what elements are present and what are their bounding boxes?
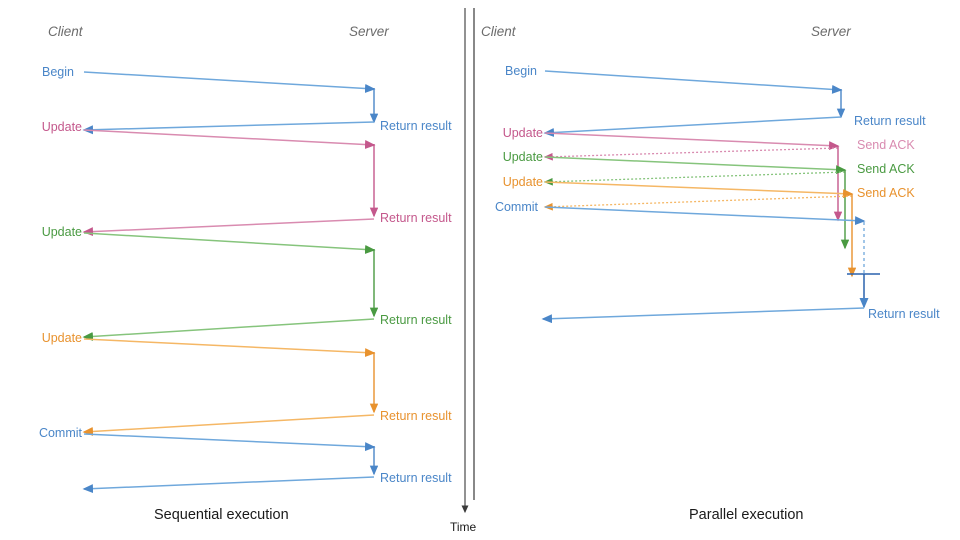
seq-begin-request — [83, 71, 376, 93]
seq-begin-return — [82, 121, 375, 135]
par-client-label-commit: Commit — [494, 200, 538, 214]
par-client-label-update-2: Update — [502, 150, 543, 164]
par-client-label-update-1: Update — [502, 126, 543, 140]
seq-client-label-begin: Begin — [42, 65, 74, 79]
seq-update1-request — [83, 129, 376, 150]
seq-server-label-return-3: Return result — [380, 313, 452, 327]
seq-client-label-update-2: Update — [41, 225, 82, 239]
seq-update2-request — [83, 232, 376, 254]
seq-update1-return — [82, 218, 375, 237]
par-update1-request — [544, 132, 840, 151]
par-update3-ack — [543, 195, 853, 211]
sequential-panel-lines — [82, 71, 379, 494]
par-begin-request — [544, 70, 843, 94]
seq-client-label-update-1: Update — [41, 120, 82, 134]
par-server-label-ack-3: Send ACK — [857, 186, 915, 200]
seq-update2-return — [82, 318, 375, 341]
par-actor-client: Client — [481, 24, 516, 39]
par-begin-return — [543, 116, 842, 138]
seq-update3-return — [82, 414, 375, 436]
caption-sequential: Sequential execution — [154, 507, 289, 523]
par-update2-request — [544, 156, 847, 175]
caption-parallel: Parallel execution — [689, 507, 804, 523]
seq-commit-request — [83, 433, 376, 452]
seq-server-label-return-1: Return result — [380, 119, 452, 133]
par-server-label-return-1: Return result — [854, 114, 926, 128]
seq-update3-request — [83, 338, 376, 358]
par-update1-ack — [543, 147, 839, 161]
seq-server-label-return-2: Return result — [380, 211, 452, 225]
par-client-label-begin: Begin — [505, 64, 537, 78]
seq-server-label-return-4: Return result — [380, 409, 452, 423]
seq-client-label-commit: Commit — [38, 426, 82, 440]
par-update3-request — [544, 181, 854, 199]
seq-client-label-update-3: Update — [41, 331, 82, 345]
seq-commit-return — [82, 476, 375, 494]
par-commit-request — [544, 206, 866, 226]
par-server-label-return-2: Return result — [868, 307, 940, 321]
par-client-label-update-3: Update — [502, 175, 543, 189]
par-server-label-ack-2: Send ACK — [857, 162, 915, 176]
seq-server-label-return-5: Return result — [380, 471, 452, 485]
seq-actor-client: Client — [48, 24, 83, 39]
seq-actor-server: Server — [349, 24, 389, 39]
parallel-panel-lines — [541, 70, 880, 324]
par-commit-return — [541, 307, 865, 324]
time-axis-label: Time — [450, 520, 477, 534]
par-update2-ack — [543, 171, 846, 186]
par-actor-server: Server — [811, 24, 851, 39]
par-server-label-ack-1: Send ACK — [857, 138, 915, 152]
